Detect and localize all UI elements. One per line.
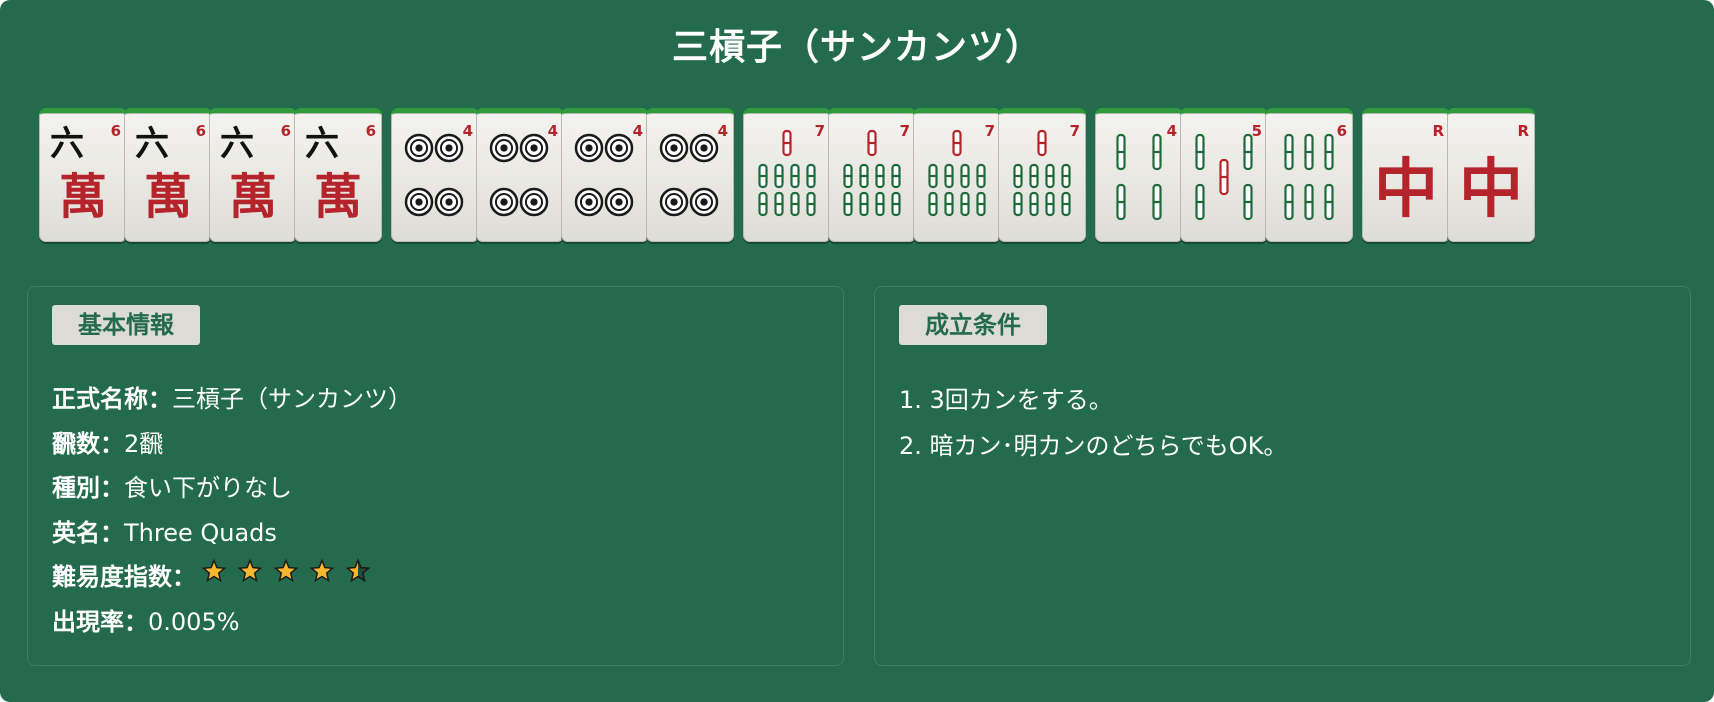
tile-face-icon — [1013, 129, 1071, 217]
tile-number: 7 — [984, 122, 995, 140]
yaku-title: 三槓子（サンカンツ） — [671, 27, 1042, 68]
svg-text:六: 六 — [220, 124, 254, 164]
tile-number: 4 — [632, 122, 643, 140]
souzu-tile: 7 — [743, 108, 831, 242]
info-key: 出現率： — [52, 607, 148, 636]
info-row-official-name: 正式名称：三槓子（サンカンツ） — [52, 377, 412, 422]
pinzu-tile: 4 — [391, 108, 479, 242]
tile-face-icon: 中 — [1459, 152, 1523, 227]
tile-face-icon — [659, 133, 719, 217]
tile-face-icon — [758, 129, 816, 217]
conditions-heading: 成立条件 — [899, 305, 1047, 345]
tile-face-icon — [1284, 133, 1334, 221]
souzu-tile: 4 — [1095, 108, 1183, 242]
basic-info-heading: 基本情報 — [52, 305, 200, 345]
basic-info-panel: 基本情報 正式名称：三槓子（サンカンツ） 飜数：2飜 種別：食い下がりなし 英名… — [27, 286, 844, 666]
tile-face-icon — [489, 133, 549, 217]
info-key: 飜数： — [52, 429, 124, 458]
souzu-tile: 6 — [1265, 108, 1353, 242]
tile-face-icon — [404, 133, 464, 217]
pinzu-tile: 4 — [561, 108, 649, 242]
tile-face-icon: 六 萬 — [305, 124, 362, 225]
svg-text:六: 六 — [135, 124, 169, 164]
pinzu-tile: 4 — [646, 108, 734, 242]
tile-number: 6 — [195, 122, 206, 140]
svg-text:六: 六 — [305, 124, 339, 164]
conditions-panel: 成立条件 1. 3回カンをする。 2. 暗カン･明カンのどちらでもOK。 — [874, 286, 1691, 666]
tile-number: 7 — [1069, 122, 1080, 140]
tile-face-icon: 六 萬 — [50, 124, 107, 225]
svg-text:萬: 萬 — [314, 169, 362, 225]
info-key: 種別： — [52, 474, 124, 502]
tile-number: 6 — [365, 122, 376, 140]
tile-number: 7 — [814, 122, 825, 140]
pinzu-tile: 4 — [476, 108, 564, 242]
souzu-tile: 5 — [1180, 108, 1268, 242]
souzu-tile: 7 — [998, 108, 1086, 242]
tile-number: 7 — [899, 122, 910, 140]
tile-face-icon — [843, 129, 901, 217]
tile-number: R — [1517, 122, 1529, 140]
info-value: 三槓子（サンカンツ） — [172, 385, 412, 413]
tile-number: 4 — [547, 122, 558, 140]
svg-text:六: 六 — [50, 124, 84, 164]
svg-text:中: 中 — [1374, 152, 1438, 227]
souzu-tile: 7 — [828, 108, 916, 242]
tile-number: 6 — [1336, 122, 1347, 140]
info-row-han: 飜数：2飜 — [52, 422, 412, 467]
info-row-frequency: 出現率：0.005% — [52, 600, 412, 645]
basic-info-list: 正式名称：三槓子（サンカンツ） 飜数：2飜 種別：食い下がりなし 英名：Thre… — [52, 377, 412, 644]
tile-number: 6 — [280, 122, 291, 140]
info-key: 正式名称： — [52, 385, 172, 413]
info-value: 食い下がりなし — [124, 474, 292, 502]
info-row-type: 種別：食い下がりなし — [52, 466, 412, 511]
tile-number: 5 — [1251, 122, 1262, 140]
info-row-difficulty: 難易度指数： — [52, 555, 412, 600]
tile-number: 4 — [717, 122, 728, 140]
svg-text:萬: 萬 — [144, 169, 192, 225]
tile-face-icon: 六 萬 — [220, 124, 277, 225]
tile-face-icon — [1116, 133, 1162, 221]
tile-number: R — [1432, 122, 1444, 140]
tile-face-icon: 六 萬 — [135, 124, 192, 225]
difficulty-stars — [198, 556, 378, 601]
condition-item: 1. 3回カンをする。 — [899, 386, 1113, 414]
tile-number: 4 — [462, 122, 473, 140]
tile-face-icon — [574, 133, 634, 217]
tile-number: 6 — [110, 122, 121, 140]
info-row-english-name: 英名：Three Quads — [52, 511, 412, 556]
tile-face-icon — [928, 129, 986, 217]
tile-face-icon: 中 — [1374, 152, 1438, 227]
info-value: 2飜 — [124, 429, 164, 458]
info-key: 難易度指数： — [52, 563, 196, 591]
tile-number: 4 — [1166, 122, 1177, 140]
condition-item: 2. 暗カン･明カンのどちらでもOK。 — [899, 432, 1288, 460]
conditions-list: 1. 3回カンをする。 2. 暗カン･明カンのどちらでもOK。 — [899, 377, 1287, 469]
star-rating-icon — [201, 558, 371, 582]
info-key: 英名： — [52, 518, 124, 547]
tile-face-icon — [1195, 133, 1253, 221]
souzu-tile: 7 — [913, 108, 1001, 242]
info-value: 0.005% — [148, 607, 240, 636]
svg-text:萬: 萬 — [229, 169, 277, 225]
info-value: Three Quads — [124, 518, 277, 547]
svg-text:中: 中 — [1459, 152, 1523, 227]
svg-text:萬: 萬 — [59, 169, 107, 225]
